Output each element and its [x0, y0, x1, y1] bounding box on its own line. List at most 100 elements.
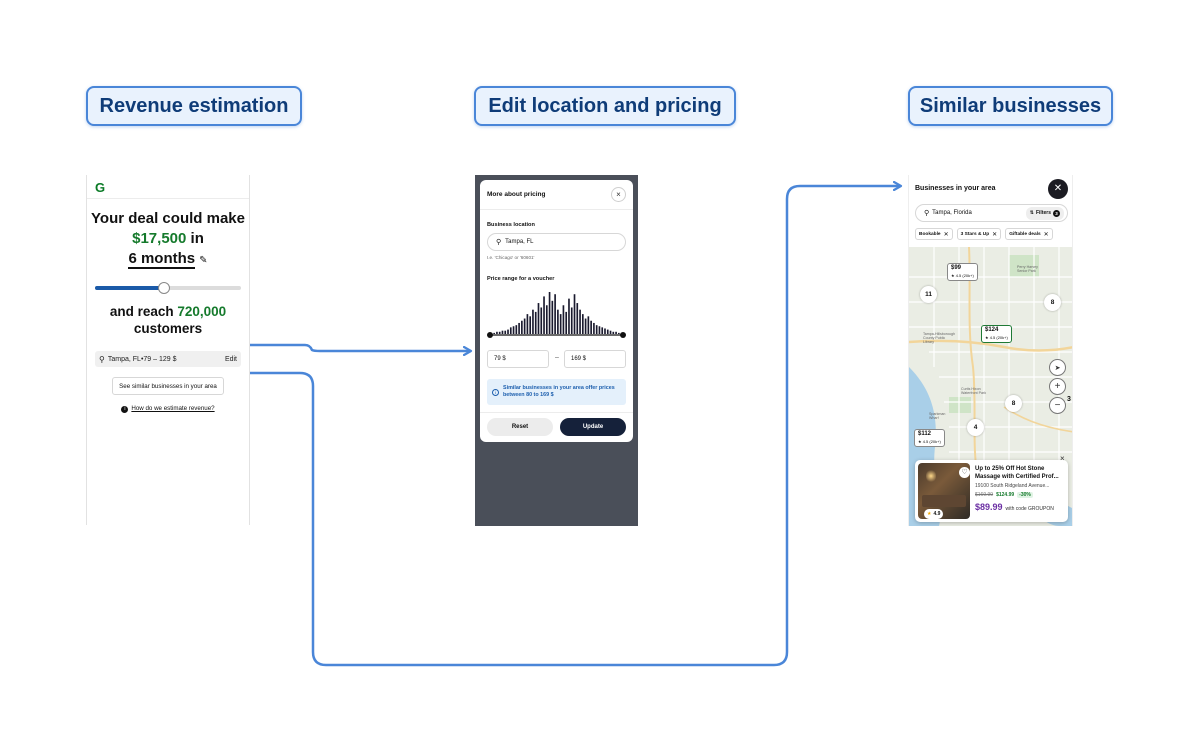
histogram-bar	[498, 331, 501, 334]
histogram-bar	[532, 309, 534, 334]
histogram-bar	[521, 320, 523, 334]
edit-button[interactable]: Edit	[224, 355, 237, 363]
heart-icon[interactable]: ♡	[959, 467, 970, 478]
histogram-bar	[512, 326, 515, 334]
similar-prices-text: Similar businesses in your area offer pr…	[503, 385, 615, 398]
duration-slider[interactable]	[95, 282, 241, 294]
price-marker-99[interactable]: $99 ★ 4.5 (20k+)	[947, 263, 978, 281]
deal-promo-price: $89.99	[975, 502, 1003, 512]
map-label-waterfront: Curtis Hixon Waterfront Park	[961, 387, 987, 395]
marker-rating: ★ 4.5 (20k+)	[918, 439, 941, 444]
histogram-bar	[545, 305, 548, 334]
histogram-bar	[579, 309, 581, 334]
reach-prefix: and reach	[109, 304, 178, 319]
histogram-bar	[590, 320, 592, 334]
range-dash: –	[555, 354, 559, 361]
histogram-bar	[496, 331, 498, 334]
histogram-bar	[565, 311, 568, 334]
map-cluster[interactable]: 8	[1005, 395, 1022, 412]
revenue-line1: Your deal could make	[91, 210, 245, 227]
chip-3-stars[interactable]: 3 Stars & Up✕	[956, 228, 1002, 240]
businesses-title: Businesses in your area	[915, 185, 996, 192]
close-icon[interactable]: ×	[611, 187, 626, 202]
histogram-bar	[523, 318, 526, 334]
deal-title[interactable]: Up to 25% Off Hot Stone Massage with Cer…	[975, 466, 1059, 480]
star-icon: ★	[927, 511, 932, 517]
histogram-bar	[562, 305, 565, 334]
histogram-bar	[493, 332, 495, 334]
range-min-handle	[487, 332, 493, 338]
location-price-summary[interactable]: ⚲ Tampa, FL • 79 – 129 $ Edit	[95, 351, 241, 367]
zoom-out-button[interactable]: −	[1049, 397, 1066, 414]
chip-bookable[interactable]: Bookable✕	[915, 228, 953, 240]
pencil-icon[interactable]: ✎	[199, 255, 208, 266]
section-title-revenue-estimation: Revenue estimation	[86, 86, 302, 126]
location-hint: I.e. 'Chicago' or '60601'	[487, 255, 535, 260]
map-label-wharf: Sparkman Wharf	[929, 412, 946, 420]
histogram-bar	[570, 307, 573, 334]
histogram-bar	[540, 307, 543, 334]
reach-line: and reach 720,000	[87, 303, 249, 320]
histogram-bar	[543, 296, 545, 334]
histogram-bar	[529, 316, 532, 334]
price-marker-124[interactable]: $124 ★ 4.5 (20k+)	[981, 325, 1012, 343]
close-icon[interactable]: ✕	[992, 231, 998, 238]
deal-card[interactable]: ♡ ★4.9 Up to 25% Off Hot Stone Massage w…	[915, 460, 1068, 522]
customers-word: customers	[133, 321, 203, 336]
filters-button[interactable]: ⇅ Filters 3	[1025, 206, 1064, 220]
map-cluster[interactable]: 8	[1044, 294, 1061, 311]
update-button[interactable]: Update	[560, 418, 626, 436]
histogram-bar	[515, 325, 518, 334]
chip-giftable[interactable]: Giftable deals✕	[1005, 228, 1053, 240]
close-icon[interactable]: ×	[1060, 454, 1065, 463]
histogram-bar	[581, 314, 584, 334]
price-marker-112[interactable]: $112 ★ 4.5 (20k+)	[914, 429, 945, 447]
histogram-bar	[601, 327, 604, 334]
slider-thumb[interactable]	[157, 282, 170, 294]
location-text: Tampa, FL	[107, 355, 141, 363]
locate-icon[interactable]: ➤	[1049, 359, 1066, 376]
info-icon: i	[121, 406, 129, 413]
histogram-bar	[609, 330, 612, 334]
close-icon[interactable]: ✕	[1048, 179, 1068, 199]
deal-address: 19100 South Ridgeland Avenue...	[975, 483, 1050, 489]
deal-rating: 4.9	[933, 511, 941, 517]
map-cluster[interactable]: 4	[967, 419, 984, 436]
histogram-bar	[557, 309, 559, 334]
deal-image: ♡ ★4.9	[918, 463, 970, 519]
duration-selector[interactable]: 6 months	[128, 250, 196, 269]
slider-fill	[95, 286, 164, 290]
histogram-bar	[554, 294, 556, 334]
close-icon[interactable]: ✕	[1043, 231, 1049, 238]
histogram-bar	[598, 326, 601, 334]
histogram-bar	[595, 325, 598, 334]
histogram-bar	[551, 300, 554, 334]
histogram-bar	[534, 311, 537, 334]
business-location-input[interactable]: ⚲ Tampa, FL	[487, 233, 626, 251]
histogram-bar	[606, 329, 609, 334]
histogram-bar	[509, 327, 512, 334]
map-cluster[interactable]: 11	[920, 286, 937, 303]
modal-header: More about pricing ×	[480, 180, 633, 210]
duration-line[interactable]: 6 months✎	[87, 249, 249, 271]
histogram-bar	[559, 314, 562, 334]
how-we-estimate-link[interactable]: How do we estimate revenue?	[131, 405, 215, 412]
close-icon[interactable]: ✕	[943, 231, 949, 238]
deal-image-bed	[922, 495, 966, 507]
location-search-input[interactable]: ⚲ Tampa, Florida ⇅ Filters 3	[915, 204, 1068, 222]
marker-price: $124	[985, 327, 999, 333]
revenue-in-word: in	[186, 230, 204, 247]
histogram-bar	[526, 314, 529, 334]
histogram-bar	[618, 332, 620, 334]
reset-button[interactable]: Reset	[487, 418, 553, 436]
price-histogram[interactable]	[487, 288, 626, 340]
see-similar-businesses-button[interactable]: See similar businesses in your area	[112, 377, 224, 395]
business-location-value: Tampa, FL	[505, 239, 534, 245]
max-price-input[interactable]: 169 $	[564, 350, 626, 368]
histogram-bar	[612, 331, 615, 334]
price-range-text: 79 – 129 $	[143, 355, 177, 363]
min-price-input[interactable]: 79 $	[487, 350, 549, 368]
zoom-in-button[interactable]: +	[1049, 378, 1066, 395]
business-location-label: Business location	[487, 222, 535, 228]
